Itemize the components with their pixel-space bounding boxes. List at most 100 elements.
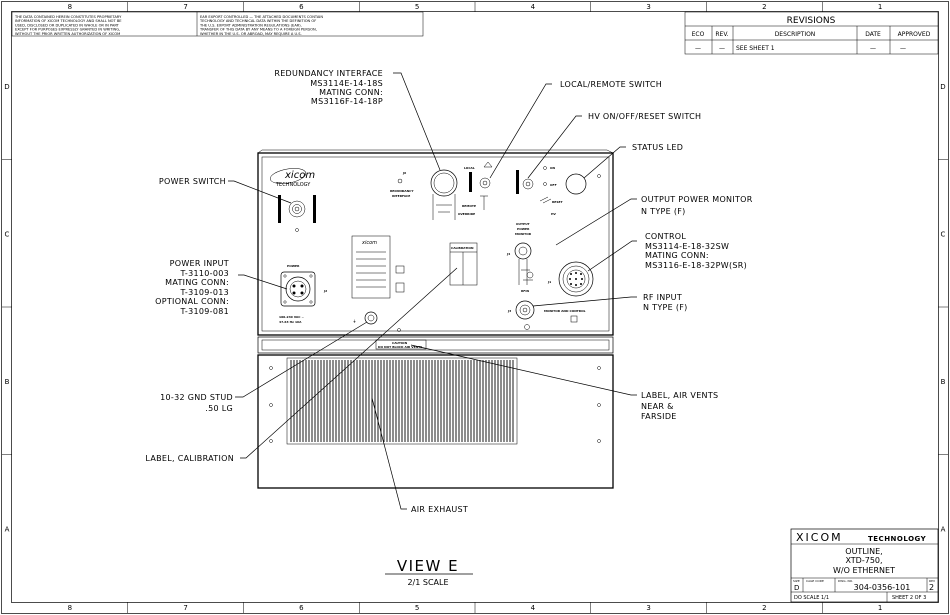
callout-calibration: LABEL, CALIBRATION	[145, 454, 234, 463]
rev-header-description: DESCRIPTION	[775, 31, 816, 38]
zone-row-label: D	[940, 83, 945, 91]
callout-control-part: MS3114-E-18-32SW	[645, 242, 729, 251]
j6-text-2: INTERFACE	[392, 194, 410, 198]
calibration-tag: CALIBRATION	[449, 242, 478, 286]
rev-header-eco: ECO	[692, 31, 705, 38]
plate-brand: xicom	[361, 240, 377, 246]
callout-rf-input-type: N TYPE (F)	[643, 303, 688, 312]
leader-lines	[228, 72, 637, 510]
rfin-label: RFIN	[521, 289, 529, 293]
vent-body	[257, 354, 614, 489]
callout-redundancy-part: MS3114E-14-18S	[310, 79, 383, 88]
callout-power-input-part: T-3110-003	[179, 269, 229, 278]
callout-gnd-stud: 10-32 GND STUD	[160, 393, 233, 402]
rev-header-approved: APPROVED	[898, 31, 931, 38]
rev-header-rev: REV.	[715, 31, 728, 38]
zone-column-label: 1	[878, 604, 882, 612]
tb-title-2: XTD-750,	[845, 556, 882, 565]
revisions-title: REVISIONS	[787, 16, 836, 26]
callout-power-switch: POWER SWITCH	[159, 177, 226, 186]
tb-size-label: SIZE	[793, 579, 800, 583]
zone-column-label: 3	[646, 604, 650, 612]
power-label: POWER	[287, 264, 300, 268]
tb-sheet: SHEET 2 OF 3	[892, 595, 926, 601]
tb-scale: DO SCALE 1/1	[794, 595, 829, 601]
caution-line-2: DO NOT BLOCK AIR VENTS	[378, 345, 422, 349]
callouts: REDUNDANCY INTERFACE MS3114E-14-18S MATI…	[145, 69, 752, 514]
calibration-tag-text: CALIBRATION	[451, 246, 474, 250]
zone-column-label: 7	[183, 3, 187, 11]
zone-row-label: C	[5, 230, 10, 238]
opm-line-2: POWER	[517, 227, 530, 231]
zone-row-label: A	[941, 525, 946, 533]
tb-dwg-label: DWG. NO.	[838, 579, 853, 583]
zone-row-label: A	[5, 525, 10, 533]
zone-row-label: B	[941, 378, 946, 386]
callout-control-mating: MATING CONN:	[645, 251, 709, 260]
tb-title-3: W/O ETHERNET	[833, 566, 895, 575]
control-connector: J1	[547, 261, 594, 297]
hv-label: HV	[551, 212, 557, 216]
xicom-logo: xicom TECHNOLOGY	[269, 168, 315, 188]
label-plate: xicom	[351, 235, 405, 299]
callout-rf-input: RF INPUT	[643, 293, 682, 302]
rev-cell-description: SEE SHEET 1	[736, 45, 775, 52]
zone-column-label: 8	[68, 3, 72, 11]
zone-column-label: 4	[531, 3, 536, 11]
callout-status-led: STATUS LED	[632, 143, 683, 152]
zone-row-label: C	[941, 230, 946, 238]
power-switch	[278, 195, 316, 232]
zone-column-label: 3	[646, 3, 650, 11]
rf-input-connector: J3 MONITOR AND CONTROL	[397, 300, 586, 332]
voltage-line-2: 47-63 Hz 16A	[279, 320, 302, 324]
j6-text-1: REDUNDANCY	[390, 189, 414, 193]
redundancy-connector: J6 REDUNDANCY INTERFACE LOCAL REMOTE OVE…	[390, 166, 476, 220]
callout-air-exhaust: AIR EXHAUST	[411, 505, 468, 514]
voltage-line-1: 100-240 VAC ~	[279, 315, 305, 319]
zone-column-label: 7	[183, 604, 187, 612]
output-monitor-connector: OUTPUT POWER MONITOR J4 RFIN	[506, 222, 534, 293]
panel-brand: xicom	[284, 170, 315, 181]
local-remote-switch	[479, 161, 493, 210]
export-notice: EAR EXPORT CONTROLLED — THE ATTACHED DOC…	[199, 15, 323, 36]
zone-column-label: 6	[299, 3, 304, 11]
inner-border	[11, 11, 939, 603]
panel-outline	[257, 152, 614, 336]
tb-dwg-no: 304-0356-101	[854, 583, 911, 592]
zone-row-label: B	[5, 378, 10, 386]
vent-grille	[290, 360, 514, 442]
j1-label: J1	[547, 280, 551, 284]
panel-brand-sub: TECHNOLOGY	[275, 182, 311, 188]
override-label: OVERRIDE	[458, 212, 475, 216]
remote-label: REMOTE	[462, 204, 476, 208]
status-led	[565, 173, 587, 195]
zone-column-label: 2	[762, 604, 766, 612]
title-block: XICOM TECHNOLOGY OUTLINE, XTD-750, W/O E…	[790, 528, 939, 603]
rev-cell-rev: —	[719, 45, 725, 52]
j6-label: J6	[402, 171, 406, 175]
power-input-connector: POWER J2 100-240 VAC ~ 47-63 Hz 16A	[279, 264, 327, 324]
rev-cell-approved: —	[900, 45, 906, 52]
callout-air-vents-far: FARSIDE	[641, 412, 677, 421]
callout-power-input-mating-part: T-3109-013	[179, 288, 229, 297]
tb-company: XICOM	[796, 531, 843, 544]
callout-power-input-mating: MATING CONN:	[165, 278, 229, 287]
monitor-control-label: MONITOR AND CONTROL	[544, 309, 586, 313]
rev-cell-date: —	[870, 45, 876, 52]
tb-size: D	[794, 584, 799, 592]
j4-label: J4	[506, 252, 510, 256]
j3-label: J3	[507, 309, 511, 313]
tb-title-1: OUTLINE,	[845, 547, 882, 556]
zone-column-label: 8	[68, 604, 72, 612]
opm-line-1: OUTPUT	[516, 222, 531, 226]
reset-label: RESET	[552, 200, 564, 204]
callout-control: CONTROL	[645, 232, 686, 241]
callout-local-remote: LOCAL/REMOTE SWITCH	[560, 80, 662, 89]
gnd-stud: ⏚	[353, 311, 378, 325]
local-label: LOCAL	[464, 166, 475, 170]
zone-column-label: 6	[299, 604, 304, 612]
j2-label: J2	[323, 289, 327, 293]
